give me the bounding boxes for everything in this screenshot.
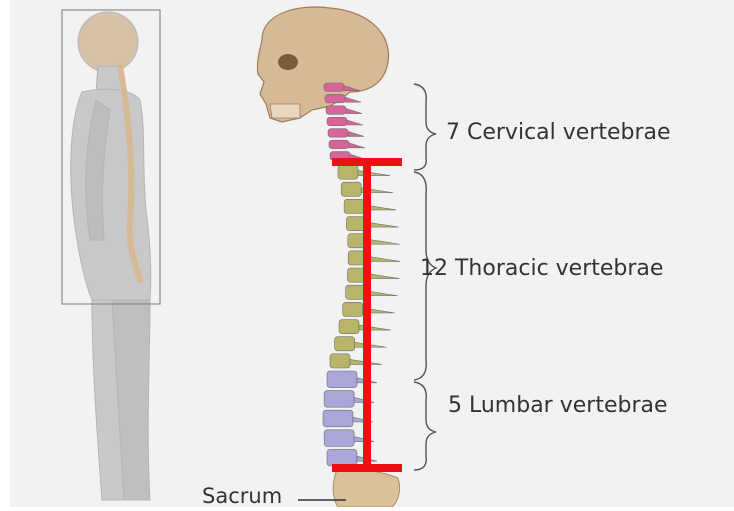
- lumbar-vertebra: [324, 391, 354, 408]
- lumbar-label: 5 Lumbar vertebrae: [448, 395, 668, 417]
- sacrum-label: Sacrum: [202, 486, 282, 507]
- thoracic-vertebra: [343, 302, 363, 316]
- thoracic-vertebra: [346, 285, 366, 299]
- lumbar-vertebra: [324, 430, 354, 447]
- cervical-vertebra: [328, 129, 348, 137]
- thoracic-vertebra: [335, 337, 355, 351]
- cervical-label: 7 Cervical vertebrae: [446, 122, 671, 144]
- thoracic-label: 12 Thoracic vertebrae: [420, 258, 663, 280]
- thoracic-vertebra: [341, 182, 361, 196]
- thoracic-vertebra: [338, 165, 358, 179]
- cervical-vertebra: [326, 106, 346, 114]
- thoracic-vertebra: [339, 320, 359, 334]
- cervical-vertebra: [324, 83, 344, 91]
- thoracic-vertebra: [330, 354, 350, 368]
- cervical-vertebra: [329, 140, 349, 148]
- cervical-vertebra: [325, 94, 345, 102]
- lumbar-vertebra: [323, 410, 353, 427]
- thoracic-vertebra: [344, 199, 364, 213]
- cervical-vertebra: [327, 117, 347, 125]
- lumbar-vertebra: [327, 371, 357, 388]
- sacrum-bone: [333, 470, 399, 507]
- lumbar-vertebra: [327, 449, 357, 466]
